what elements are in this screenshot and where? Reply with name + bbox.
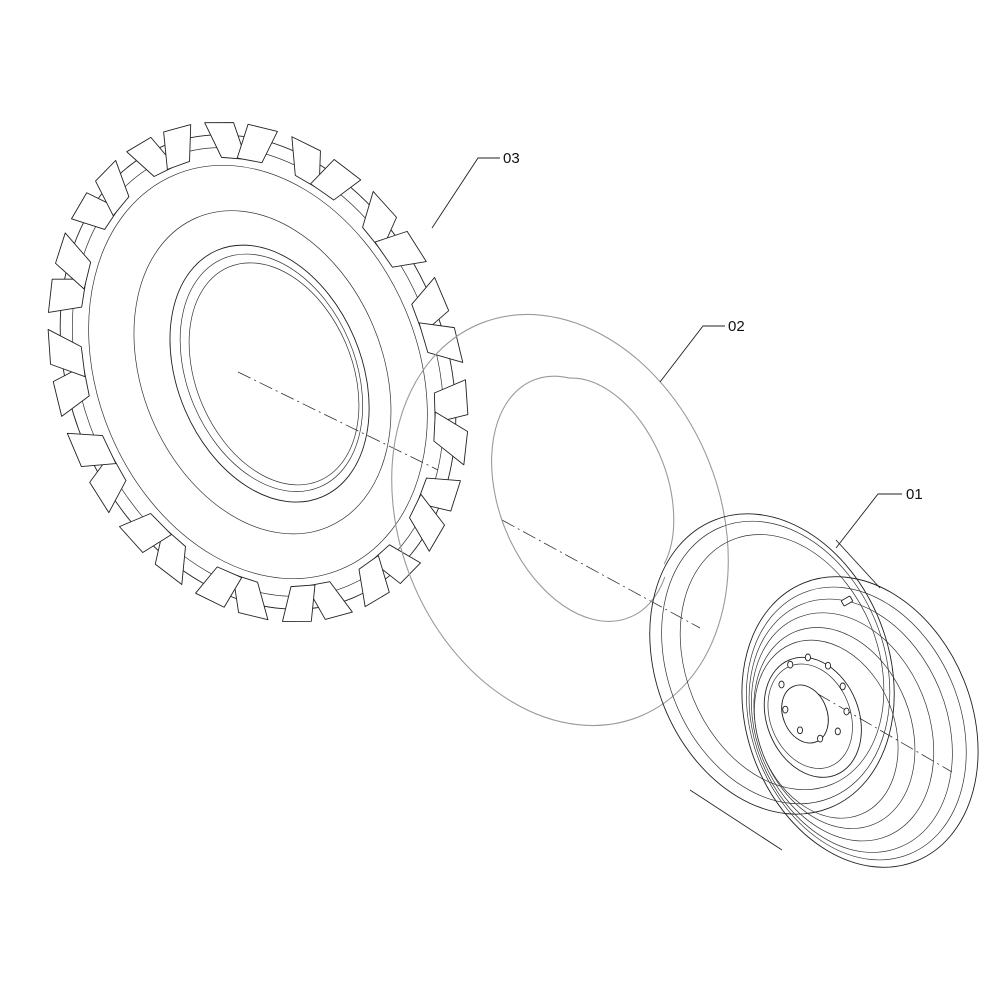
tread-lug	[236, 123, 278, 164]
tire-03	[47, 122, 469, 622]
bolt-hole	[839, 682, 846, 691]
tread-lug	[433, 379, 469, 424]
bolt-hole	[782, 705, 789, 714]
tread-lug	[418, 322, 464, 363]
tread-lug	[47, 329, 86, 378]
tread-lug	[195, 566, 243, 608]
tread-lug	[433, 411, 468, 466]
valve-icon	[841, 595, 853, 607]
tread-lugs	[47, 122, 469, 622]
rim-01	[649, 513, 979, 868]
tread-lug	[66, 432, 117, 468]
bolt-hole	[778, 680, 785, 689]
bolt-hole	[804, 653, 811, 662]
callout-label-01: 01	[906, 486, 923, 503]
tread-lug	[358, 555, 390, 608]
tread-lug	[163, 124, 192, 170]
tread-lug	[374, 230, 427, 268]
tread-lug	[55, 232, 92, 290]
callout-label-02: 02	[728, 318, 745, 335]
bolt-hole	[824, 661, 832, 670]
callout-03: 03	[431, 150, 520, 229]
center-axis	[237, 371, 953, 773]
rim-barrel-edge-bottom	[689, 789, 783, 851]
bolt-holes	[778, 653, 850, 743]
bolt-hole	[787, 660, 794, 669]
inner-tube-02	[391, 313, 729, 727]
bolt-hole	[817, 734, 824, 743]
tread-lug	[204, 122, 247, 160]
bolt-hole	[843, 707, 850, 716]
tread-lug	[119, 513, 172, 553]
callout-02: 02	[659, 318, 745, 383]
tread-lug	[95, 159, 130, 217]
bolt-hole	[834, 727, 841, 736]
tread-lug	[282, 584, 316, 622]
callout-label-03: 03	[503, 150, 520, 167]
bolt-hole	[796, 726, 804, 735]
tread-lug	[310, 159, 362, 201]
callout-01: 01	[835, 486, 923, 549]
rim-barrel-edge-top	[835, 539, 881, 589]
tread-lug	[409, 493, 445, 552]
tread-lug	[52, 365, 90, 417]
